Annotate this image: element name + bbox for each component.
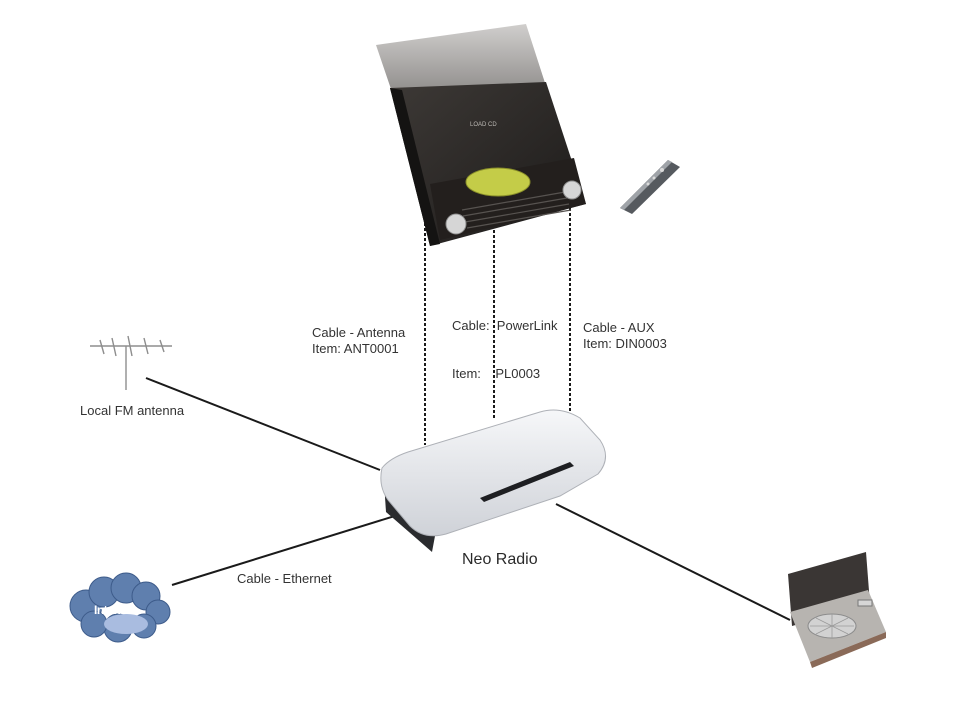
internet-label: Internet [94,603,135,617]
svg-text:LOAD CD: LOAD CD [470,122,497,128]
fm-antenna-icon [90,335,172,390]
neo-radio-label: Neo Radio [462,551,538,568]
powerlink-cable-name: Cable: PowerLink [452,318,558,333]
antenna-cable-line [145,377,381,471]
cd-player-device: LOAD CD [376,24,586,246]
ethernet-cable-name: Cable - Ethernet [237,571,332,586]
remote-control-icon [620,160,680,214]
antenna-cable-label: Cable - Antenna Item: ANT0001 [312,325,405,357]
neo-radio-hub [380,409,606,552]
aux-cable-name: Cable - AUX [583,320,655,335]
ethernet-cable-label: Cable - Ethernet [237,571,332,587]
antenna-cable-item: Item: ANT0001 [312,341,399,356]
powerlink-cable-label: Cable: PowerLink Item: PL0003 [452,286,558,398]
aux-cable-label: Cable - AUX Item: DIN0003 [583,320,667,352]
turntable-device [788,552,886,668]
ethernet-cable-line [171,514,399,586]
aux-cable-item: Item: DIN0003 [583,336,667,351]
powerlink-cable-item: Item: PL0003 [452,366,541,381]
turntable-cable-line [555,503,791,621]
cables [145,208,791,621]
fm-antenna-label: Local FM antenna [80,403,185,418]
internet-cloud-icon [69,572,171,643]
antenna-cable-name: Cable - Antenna [312,325,406,340]
